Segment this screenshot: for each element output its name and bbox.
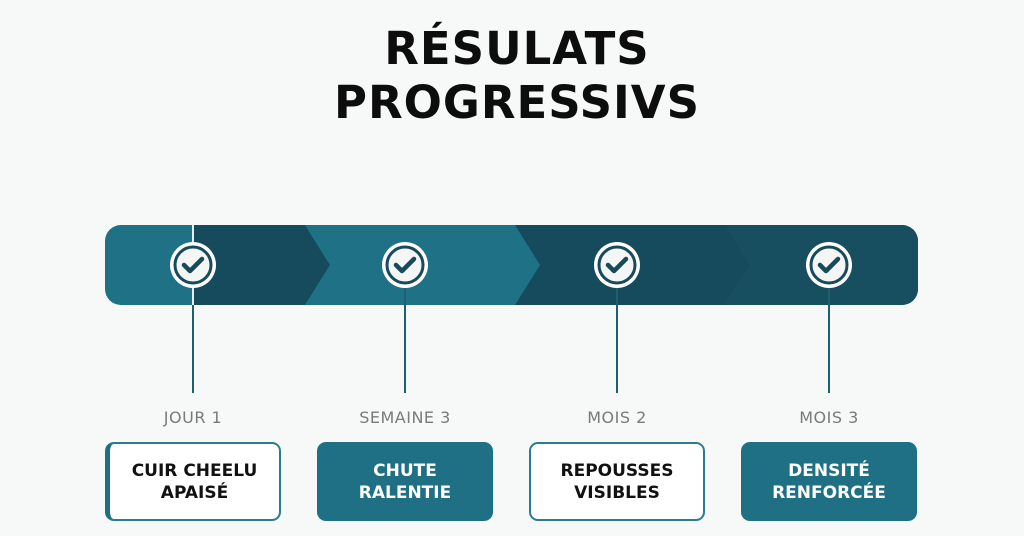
result-line-1: REPOUSSES — [560, 460, 674, 481]
title-line-2: PROGRESSIVS — [334, 76, 700, 129]
result-line-1: DENSITÉ — [788, 460, 870, 481]
milestone-period: MOIS 3 — [799, 408, 859, 427]
check-circle-icon — [382, 242, 428, 288]
bar-segment-1 — [193, 225, 330, 305]
milestone-period: MOIS 2 — [587, 408, 647, 427]
result-line-2: VISIBLES — [574, 482, 660, 503]
result-line-2: RALENTIE — [358, 482, 452, 503]
result-line-1: CHUTE — [373, 460, 437, 481]
title-line-1: RÉSULATS — [384, 22, 650, 75]
result-line-1: CUIR CHEELU — [131, 460, 258, 481]
milestone-period: SEMAINE 3 — [359, 408, 451, 427]
check-circle-icon — [594, 242, 640, 288]
check-circle-icon — [170, 242, 216, 288]
page-title: RÉSULATS PROGRESSIVS — [0, 22, 1024, 130]
milestone-period: JOUR 1 — [163, 408, 223, 427]
result-line-2: RENFORCÉE — [772, 482, 886, 503]
result-line-2: APAISÉ — [160, 482, 229, 503]
check-circle-icon — [806, 242, 852, 288]
